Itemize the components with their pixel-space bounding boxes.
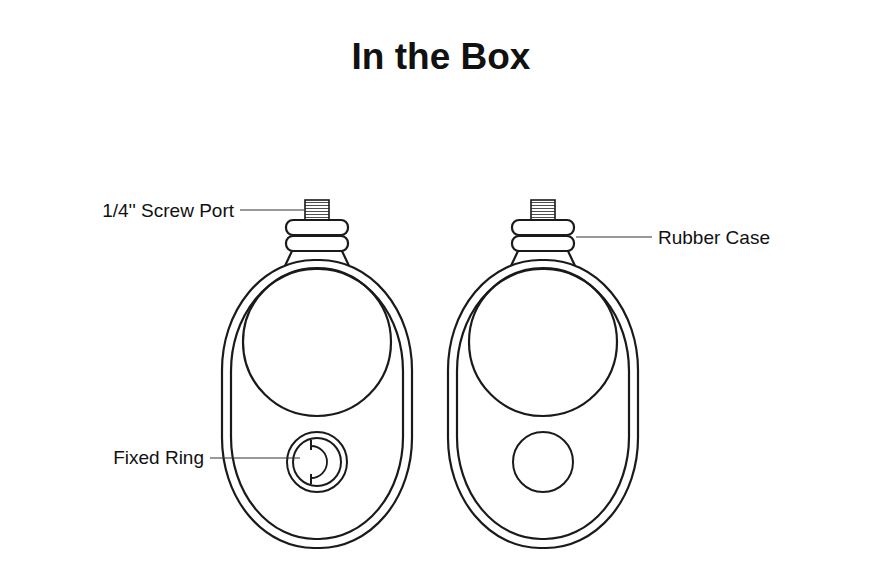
part-label: 1/4'' Screw Port xyxy=(102,200,234,222)
part-label: Rubber Case xyxy=(658,227,770,249)
part-label: Fixed Ring xyxy=(113,447,204,469)
diagram-title: In the Box xyxy=(0,36,882,78)
